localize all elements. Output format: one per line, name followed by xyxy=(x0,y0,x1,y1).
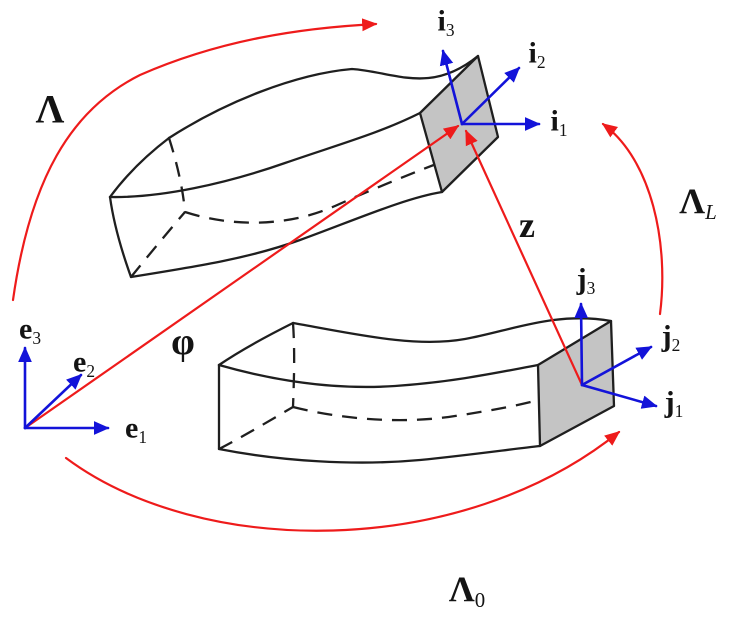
reference-beam-hidden-bottom-edge xyxy=(218,406,294,451)
reference-beam-end-face-top-edge xyxy=(217,321,295,367)
e2-axis xyxy=(23,373,83,430)
deformed-beam-near-bottom-edge xyxy=(129,190,444,279)
reference-beam-near-top-edge xyxy=(217,363,540,389)
i3-label: i3 xyxy=(437,4,455,40)
e2-label-base: e xyxy=(72,345,87,379)
reference-beam-cross-section xyxy=(536,319,616,448)
deformed-beam-near-top-edge xyxy=(108,111,422,199)
lambda-L-label-sub: L xyxy=(705,200,717,225)
i3-label-base: i xyxy=(437,4,446,38)
j1-label: j1 xyxy=(664,385,684,421)
i2-axis xyxy=(460,66,521,126)
j2-label-sub: 2 xyxy=(671,334,681,355)
e-frame-axes xyxy=(18,346,110,435)
deformed-beam xyxy=(108,54,500,279)
phi-vector xyxy=(23,124,460,430)
lambda-0-label-sub: 0 xyxy=(474,588,486,613)
z-label-base: z xyxy=(519,205,535,245)
deformed-beam-hidden-bottom-edge xyxy=(130,211,186,278)
lambda-L-rotation-arc xyxy=(601,122,664,316)
j-frame-axes xyxy=(574,302,658,409)
reference-beam-far-top-edge xyxy=(291,317,613,344)
lambda-0-label-base: Λ xyxy=(448,568,475,609)
j2-axis xyxy=(580,345,653,387)
deformed-beam-hidden-axis xyxy=(184,156,453,224)
lambda-0-rotation-arc xyxy=(64,430,621,532)
i1-label-base: i xyxy=(550,104,559,138)
i-frame-axes xyxy=(439,49,541,131)
e3-label-sub: 3 xyxy=(32,327,42,348)
e3-label-base: e xyxy=(18,312,33,346)
lambda-label: Λ xyxy=(36,89,65,134)
lambda-L-label-base: Λ xyxy=(679,180,706,221)
j2-label-base: j xyxy=(661,319,672,353)
j3-label-sub: 3 xyxy=(586,277,596,298)
i2-label-sub: 2 xyxy=(536,51,546,72)
e1-label: e1 xyxy=(124,411,148,447)
deformed-beam-end-face-left-edge xyxy=(108,195,133,279)
i3-axis xyxy=(439,49,464,126)
e1-label-sub: 1 xyxy=(138,426,148,447)
deformed-beam-far-top-edge xyxy=(167,54,480,140)
j1-label-sub: 1 xyxy=(674,400,684,421)
j1-label-base: j xyxy=(664,385,675,419)
j2-label: j2 xyxy=(661,319,681,355)
lambda-rotation-arc xyxy=(11,18,378,302)
deformed-beam-hidden-end-edge xyxy=(167,137,187,213)
e2-label-sub: 2 xyxy=(86,360,96,381)
e3-label: e3 xyxy=(18,312,42,348)
i2-label: i2 xyxy=(528,36,546,72)
reference-beam-hidden-end-edge xyxy=(291,322,296,408)
reference-beam xyxy=(217,317,616,464)
j1-axis xyxy=(580,383,658,409)
e2-label: e2 xyxy=(72,345,96,381)
z-vector xyxy=(464,129,584,387)
reference-beam-hidden-axis xyxy=(292,397,543,422)
e1-label-base: e xyxy=(124,411,139,445)
i2-label-base: i xyxy=(528,36,537,70)
deformed-beam-end-face-top-edge xyxy=(108,136,171,199)
j3-label: j3 xyxy=(576,262,596,298)
i3-label-sub: 3 xyxy=(445,19,455,40)
phi-label: φ xyxy=(171,323,195,361)
position-vectors xyxy=(23,124,584,430)
i1-label-sub: 1 xyxy=(558,119,568,140)
i1-label: i1 xyxy=(550,104,568,140)
rotation-arrows xyxy=(11,18,664,532)
lambda-0-label: Λ0 xyxy=(449,571,485,611)
phi-label-base: φ xyxy=(171,321,195,363)
j3-label-base: j xyxy=(576,262,587,296)
deformed-beam-cross-section xyxy=(418,54,500,194)
reference-beam-near-bottom-edge xyxy=(217,444,542,464)
j3-axis xyxy=(574,302,589,387)
lambda-label-base: Λ xyxy=(35,86,65,132)
z-label: z xyxy=(519,207,535,243)
lambda-L-label: ΛL xyxy=(679,183,716,223)
